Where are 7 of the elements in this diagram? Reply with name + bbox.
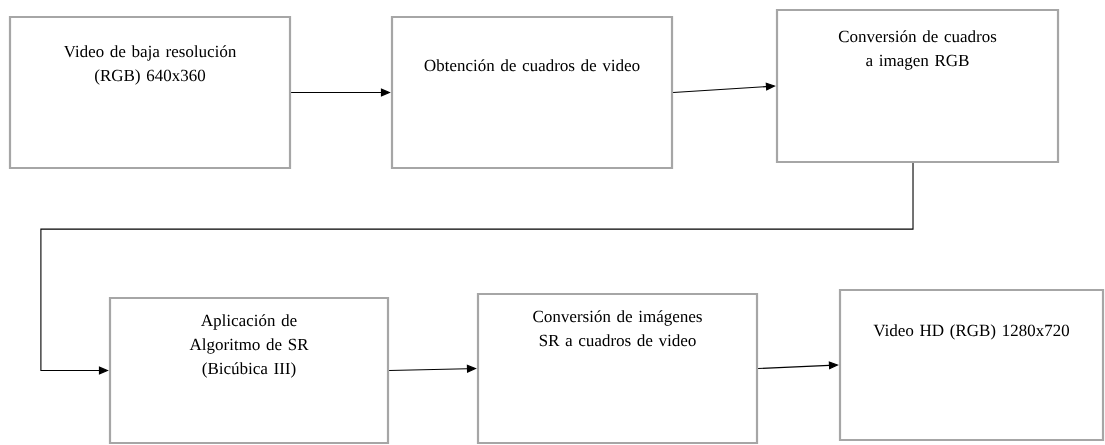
process-box: Conversión de cuadros a imagen RGB [775,8,1060,164]
process-box: Aplicación de Algoritmo de SR (Bicúbica III) [108,296,390,445]
process-box: Video de baja resolución (RGB) 640x360 [8,15,292,170]
process-box: Conversión de imágenes SR a cuadros de video [476,292,759,445]
arrow [40,162,914,375]
process-box: Obtención de cuadros de video [390,15,674,170]
process-box: Video HD (RGB) 1280x720 [838,288,1105,442]
